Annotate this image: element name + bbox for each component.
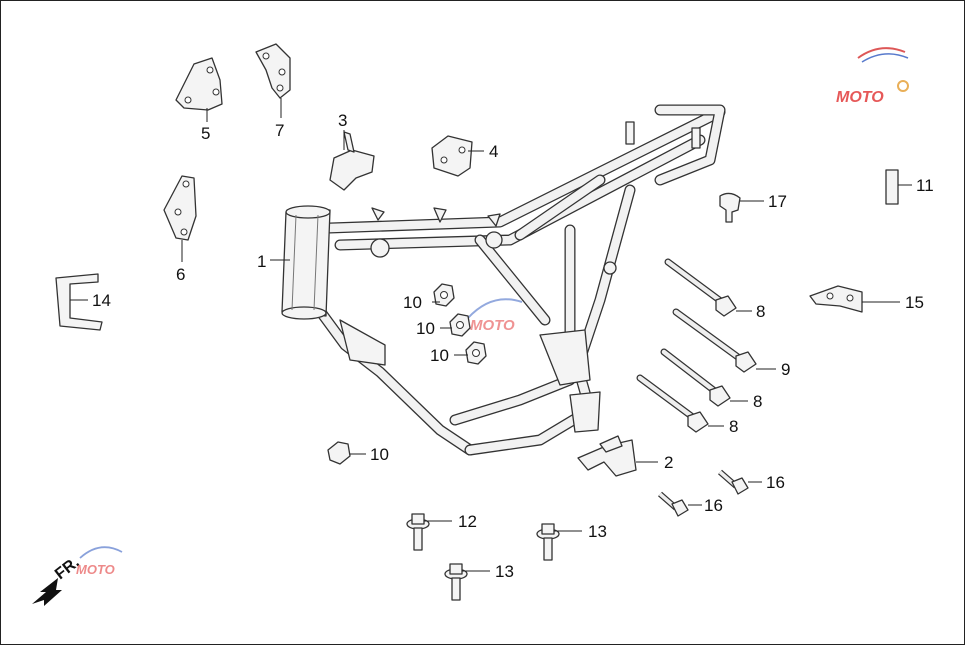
bolt-16b	[658, 491, 689, 517]
callout-13b: 13	[495, 562, 514, 581]
clip-part-11	[885, 169, 899, 205]
engine-mount-part-5	[175, 57, 223, 111]
engine-mount-part-6	[163, 175, 197, 241]
nut-c	[465, 341, 487, 365]
callout-11: 11	[916, 176, 934, 195]
long-bolt-long	[672, 308, 757, 373]
long-bolt-c	[636, 374, 709, 433]
engine-mount-part-7	[255, 43, 291, 99]
cap-part-17	[719, 192, 741, 223]
bracket-part-2	[577, 435, 637, 477]
callout-9: 9	[781, 360, 790, 379]
plate-part-4	[431, 135, 473, 177]
callout-1: 1	[257, 252, 266, 271]
front-arrow-icon	[32, 578, 62, 606]
long-bolt-b	[660, 348, 731, 407]
callout-10c: 10	[430, 346, 449, 365]
bracket-part-3	[329, 131, 375, 191]
callout-14: 14	[92, 291, 111, 310]
callout-3: 3	[338, 111, 347, 130]
flange-bolt-12	[406, 513, 430, 551]
callout-12: 12	[458, 512, 477, 531]
callout-17: 17	[768, 192, 787, 211]
flange-bolt-13a	[536, 523, 560, 561]
callout-6: 6	[176, 265, 185, 284]
callout-16a: 16	[766, 473, 785, 492]
watermark-bottom-text: MOTO	[76, 562, 115, 577]
callout-5: 5	[201, 124, 210, 143]
callout-16b: 16	[704, 496, 723, 515]
leader-lines	[70, 98, 912, 572]
nut-b	[449, 313, 471, 337]
watermark-logo: MOTO	[836, 47, 909, 106]
callout-8b: 8	[753, 392, 762, 411]
callout-4: 4	[489, 142, 498, 161]
callout-10b: 10	[416, 319, 435, 338]
watermark-bottom: MOTO	[76, 546, 123, 577]
callout-10a: 10	[403, 293, 422, 312]
callout-2: 2	[664, 453, 673, 472]
callout-10d: 10	[370, 445, 389, 464]
main-frame	[281, 104, 726, 456]
clamp-part-14	[55, 273, 103, 331]
bolt-16a	[718, 469, 749, 495]
watermark-center-text: MOTO	[470, 317, 515, 334]
callout-13a: 13	[588, 522, 607, 541]
callout-labels: 1 2 3 4 5 6 7 8 9 8 8 10 10 10 10 11 12 …	[92, 111, 934, 581]
watermark-text: MOTO	[836, 89, 884, 106]
callout-15: 15	[905, 293, 924, 312]
bracket-part-15	[809, 285, 863, 313]
nut-d	[327, 441, 351, 465]
callout-8a: 8	[756, 302, 765, 321]
long-bolt-a	[664, 258, 737, 317]
flange-bolt-13b	[444, 563, 468, 601]
nut-a	[433, 283, 455, 307]
callout-8c: 8	[729, 417, 738, 436]
watermark-center: MOTO	[467, 298, 523, 334]
callout-7: 7	[275, 121, 284, 140]
